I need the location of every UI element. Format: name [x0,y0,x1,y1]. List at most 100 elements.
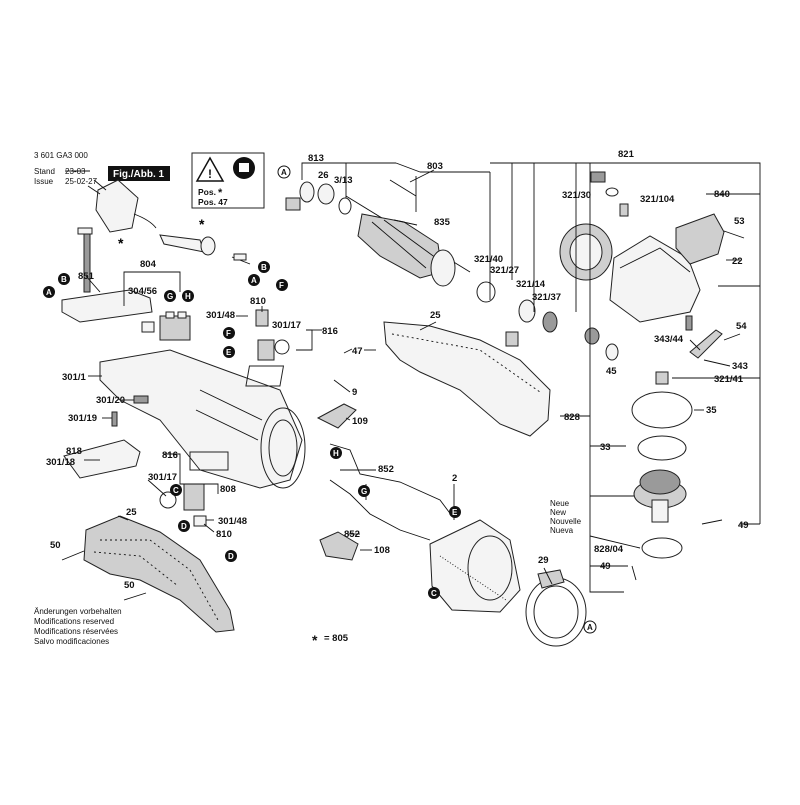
star-icon: * [118,235,124,251]
pos-star-label: Pos. [198,187,216,197]
spring-part [685,315,693,331]
callout-h: H [330,447,342,459]
part-label: 33 [600,442,611,453]
contact-part [193,515,207,527]
svg-text:A: A [251,276,257,285]
brush-module [257,339,275,361]
warning-box: ! Pos. * Pos. 47 [191,152,265,209]
part-label: 29 [538,555,549,566]
part-label: 816 [322,326,338,337]
callout-d: D [178,520,190,532]
circlip-part [476,281,496,303]
star-icon: * [312,632,318,648]
screw-part [123,592,147,601]
part-label: 35 [706,405,717,416]
screw-part [343,348,353,354]
part-label: 818 [66,446,82,457]
star-icon: * [199,216,205,232]
fig-label-box [108,166,170,181]
callout-d: D [225,550,237,562]
ring-part [605,187,619,197]
svg-text:G: G [167,292,173,301]
svg-text:E: E [452,508,458,517]
motor-housing [99,349,306,489]
part-label: 301/1 [62,372,86,383]
part-label: 53 [734,216,745,227]
ring-part [338,197,352,215]
stand-old-date: 23-03 [65,167,86,176]
screw-part [111,411,118,427]
star-icon: * [218,187,223,199]
callout-f: F [223,327,235,339]
switch-assembly [61,227,153,323]
screw-part [631,565,637,581]
armature [345,195,471,287]
wire-part [329,443,453,517]
part-label: 50 [50,540,61,551]
note-line: Modifications reserved [34,617,114,626]
cable-end [231,253,251,265]
svg-text:A: A [281,168,287,177]
spring-part [133,395,149,404]
gear-head [559,223,701,323]
part-label: 810 [216,529,232,540]
part-label: 851 [78,271,95,282]
fig-label: Fig./Abb. 1 [113,169,165,180]
part-label: 47 [352,346,363,357]
callout-a: A [583,620,597,634]
part-label: 22 [732,256,743,267]
part-label: 25 [126,507,137,518]
plate-part [245,365,285,387]
part-label: 49 [600,561,611,572]
part-label: 852 [378,464,394,475]
bushing-part [655,371,669,385]
svg-text:F: F [279,281,284,290]
part-label: 321/30 [562,190,591,201]
issue-label: Issue [34,177,54,186]
new-labels: Neue New Nouvelle Nueva [550,499,582,535]
exclamation-icon: ! [208,167,212,181]
terminal-part [319,531,359,561]
callout-a: A [248,274,260,286]
part-label: 810 [250,296,266,307]
gasket-part [631,391,693,429]
part-label: 828/04 [594,544,624,555]
protective-guard [525,569,587,647]
part-label: 840 [714,189,730,200]
switch-module [141,311,191,341]
part-label: 804 [140,259,157,270]
svg-text:H: H [185,292,191,301]
screw-part [723,230,745,239]
part-label: 343/44 [654,334,684,345]
part-label: 301/17 [148,472,177,483]
svg-text:A: A [587,623,593,632]
cover-part [675,213,725,265]
leader-lines [84,162,761,593]
cover-part [316,403,357,429]
part-label: 26 [318,170,329,181]
svg-text:C: C [431,589,437,598]
part-label: 301/20 [96,395,125,406]
rear-handle [83,515,235,633]
part-label: 45 [606,366,617,377]
part-label: 301/48 [218,516,247,527]
part-label: 321/41 [714,374,744,385]
svg-text:B: B [261,263,267,272]
note-line: Änderungen vorbehalten [34,607,122,616]
part-label: 301/17 [272,320,301,331]
part-label: 321/40 [474,254,503,265]
power-plug: * [87,179,157,251]
ring-part [641,537,683,559]
screw-part [723,333,741,341]
part-label: 108 [374,545,390,556]
new-label: Nueva [550,526,574,535]
spindle-button [590,171,606,183]
part-label: 54 [736,321,747,332]
clip-part [159,491,177,509]
modifications-note: Änderungen vorbehalten Modifications res… [34,607,122,646]
screw-part [701,519,723,525]
bearing-part [317,183,335,205]
callout-h: H [182,290,194,302]
part-label: 301/48 [206,310,235,321]
